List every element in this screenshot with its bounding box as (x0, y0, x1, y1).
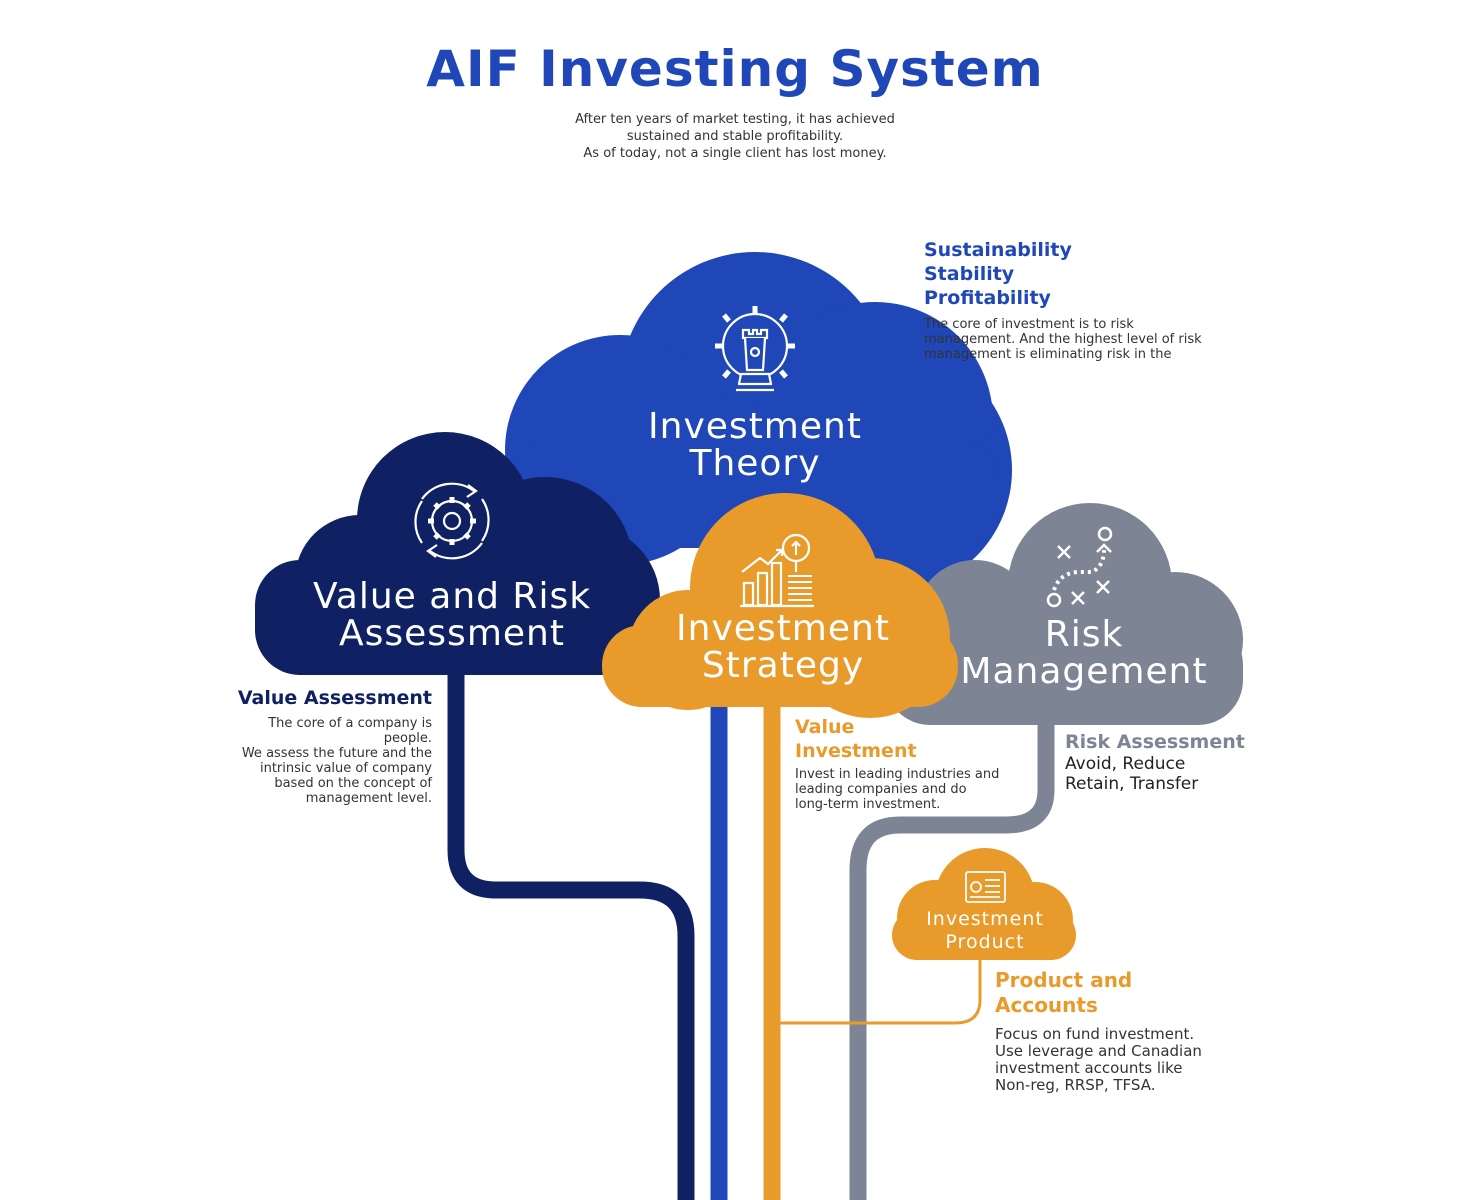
subtitle-line: sustained and stable profitability. (626, 129, 844, 144)
strategy-play-icon (1046, 526, 1113, 608)
value-investment-line: leading companies and do (795, 782, 967, 797)
theory-desc-line: management is eliminating risk in the (924, 347, 1172, 362)
cloud-risk-management-subtitle: Management (960, 651, 1207, 692)
value-investment-heading: Value (795, 716, 855, 738)
value-investment-line: Invest in leading industries and (795, 767, 1000, 782)
cloud-value-risk-title: Value and Risk (313, 576, 591, 617)
product-accounts-line: Use leverage and Canadian (995, 1042, 1202, 1060)
theory-desc-line: management. And the highest level of ris… (924, 332, 1202, 347)
value-investment-line: long-term investment. (795, 797, 941, 812)
value-assessment-line: management level. (305, 791, 432, 806)
value-assessment-notes: Value Assessment The core of a company i… (200, 686, 432, 806)
cloud-value-risk: Value and Risk Assessment (255, 432, 660, 675)
page-title: AIF Investing System (426, 40, 1044, 98)
risk-assessment-heading: Risk Assessment (1065, 731, 1245, 753)
cloud-risk-management: Risk Management (885, 503, 1243, 725)
cloud-risk-management-title: Risk (1045, 614, 1124, 655)
value-investment-notes: Value Investment Invest in leading indus… (795, 715, 999, 812)
growth-chart-icon (740, 533, 814, 608)
value-risk-stem (447, 670, 695, 1200)
value-investment-heading: Investment (795, 740, 917, 762)
cloud-investment-strategy-title: Investment (676, 608, 890, 649)
cloud-investment-strategy: Investment Strategy (602, 493, 958, 718)
cloud-investment-strategy-subtitle: Strategy (702, 645, 864, 686)
value-assessment-line: based on the concept of (274, 776, 432, 791)
chess-rook-gear-icon (715, 306, 795, 392)
value-assessment-line: The core of a company is (268, 716, 432, 731)
theory-notes: Sustainability Stability Profitability T… (924, 238, 1202, 362)
subtitle-line: After ten years of market testing, it ha… (575, 112, 895, 127)
subtitle-line: As of today, not a single client has los… (583, 146, 887, 161)
risk-assessment-line: Retain, Transfer (1065, 774, 1199, 794)
theory-desc-line: The core of investment is to risk (924, 317, 1134, 332)
theory-keyword: Profitability (924, 287, 1051, 309)
value-assessment-line: intrinsic value of company (259, 761, 432, 776)
cloud-investment-theory-title: Investment (648, 406, 862, 447)
value-assessment-line: We assess the future and the (241, 746, 432, 761)
gear-cycle-icon (414, 482, 490, 560)
product-accounts-heading: Product and (995, 968, 1133, 992)
product-stem (780, 955, 982, 1025)
cloud-investment-product: Investment Product (892, 848, 1076, 960)
risk-assessment-line: Avoid, Reduce (1065, 754, 1186, 774)
value-assessment-line: people. (383, 731, 432, 746)
cloud-value-risk-subtitle: Assessment (339, 613, 565, 654)
product-accounts-line: Non-reg, RRSP, TFSA. (995, 1076, 1156, 1094)
cloud-investment-product-title: Investment (926, 908, 1044, 930)
risk-assessment-notes: Risk Assessment Avoid, Reduce Retain, Tr… (1065, 730, 1245, 794)
product-accounts-line: Focus on fund investment. (995, 1025, 1195, 1043)
theory-keyword: Stability (924, 263, 1015, 285)
cloud-investment-product-subtitle: Product (945, 931, 1024, 953)
product-accounts-notes: Product and Accounts Focus on fund inves… (995, 968, 1202, 1094)
product-accounts-heading: Accounts (995, 993, 1098, 1017)
theory-keyword: Sustainability (924, 239, 1072, 261)
cloud-investment-theory-subtitle: Theory (688, 443, 820, 484)
dollar-document-icon (965, 871, 1006, 903)
product-accounts-line: investment accounts like (995, 1059, 1183, 1077)
risk-management-stem (849, 715, 1055, 1200)
value-assessment-heading: Value Assessment (237, 687, 432, 709)
